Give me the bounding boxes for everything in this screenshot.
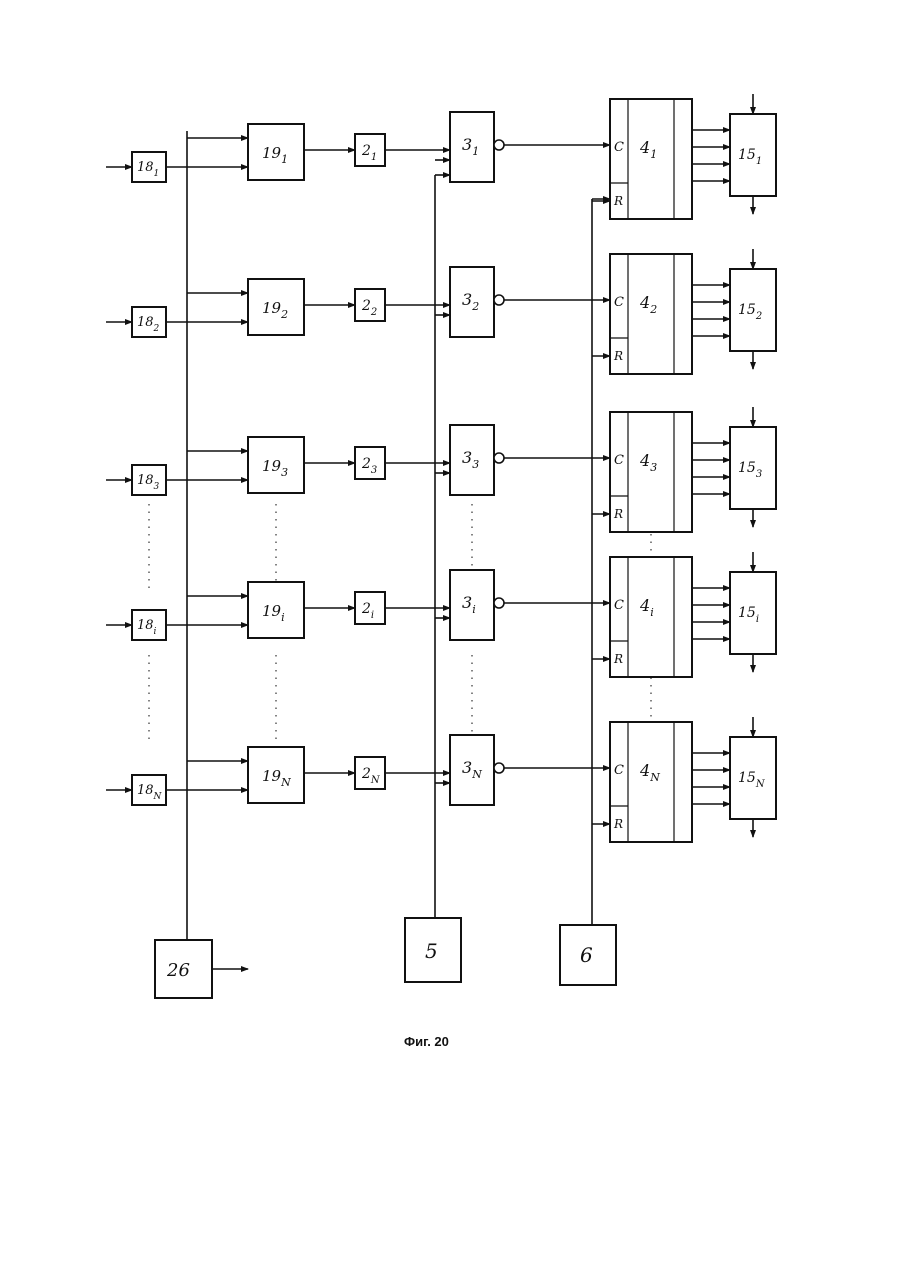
gate-block-label-row3-number: 19 <box>262 457 282 475</box>
output-block-label-row2-subscript: 2 <box>755 311 762 322</box>
register-reset-input-label: R <box>613 507 623 521</box>
register-clock-input-label: C <box>614 295 624 310</box>
register-block-label-row2-subscript: 2 <box>649 303 657 316</box>
input-block-label-row1-number: 18 <box>137 160 154 175</box>
delay-block-label-row2-number: 2 <box>361 298 371 314</box>
output-block-label-row1-subscript: 1 <box>756 156 762 167</box>
register-reset-input-label: R <box>613 652 623 666</box>
delay-block-label-row5-number: 2 <box>361 766 371 782</box>
register-block-label-row4-number: 4 <box>639 596 650 615</box>
inverter-block-label-row3-subscript: 3 <box>472 458 479 471</box>
input-block-label-row4-subscript: i <box>154 627 157 637</box>
register-block-label-row2-number: 4 <box>639 293 650 312</box>
register-reset-input-label: R <box>613 349 623 363</box>
input-block-label-row3-number: 18 <box>137 473 154 488</box>
register-block-label-row4-subscript: i <box>650 606 654 619</box>
inverter-block-label-row1-number: 3 <box>462 135 472 154</box>
inverter-block-label-row5-number: 3 <box>462 758 472 777</box>
register-clock-input-label: C <box>614 598 624 613</box>
register-clock-input-label: C <box>614 453 624 468</box>
delay-block-label-row3-subscript: 3 <box>371 465 377 476</box>
delay-block-label-row4-number: 2 <box>361 601 371 617</box>
delay-block-label-row1-subscript: 1 <box>371 152 377 163</box>
delay-block-label-row5-subscript: N <box>370 775 381 786</box>
output-block-label-row3-number: 15 <box>738 460 756 476</box>
clock-source-block-5: 5 <box>405 918 461 982</box>
register-reset-input-label: R <box>613 194 623 208</box>
gate-block-label-row5-subscript: N <box>280 776 291 789</box>
inverter-bubble-row1 <box>494 140 504 150</box>
gate-block-label-row4-number: 19 <box>262 602 282 620</box>
input-block-label-row2-subscript: 2 <box>153 324 160 334</box>
delay-block-label-row2-subscript: 2 <box>370 307 377 318</box>
input-block-label-row1-subscript: 1 <box>154 169 160 179</box>
inverter-bubble-row4 <box>494 598 504 608</box>
delay-block-label-row4-subscript: i <box>371 610 374 621</box>
input-block-label-row5-number: 18 <box>137 783 154 798</box>
input-block-label-row3-subscript: 3 <box>154 482 160 492</box>
inverter-block-label-row2-number: 3 <box>462 290 472 309</box>
output-block-label-row3-subscript: 3 <box>756 469 762 480</box>
register-block-label-row5-subscript: N <box>649 771 660 784</box>
reset-source-label: 6 <box>580 943 593 967</box>
generator-block-26: 26 <box>155 940 212 998</box>
blocks-layer <box>132 99 776 842</box>
register-clock-input-label: C <box>614 140 624 155</box>
gate-block-label-row1-subscript: 1 <box>281 153 288 166</box>
inverter-block-label-row4-number: 3 <box>462 593 472 612</box>
output-block-label-row5-number: 15 <box>738 770 756 786</box>
register-block-label-row5-number: 4 <box>639 761 650 780</box>
gate-block-label-row1-number: 19 <box>262 144 282 162</box>
output-block-label-row2-number: 15 <box>738 302 756 318</box>
delay-block-label-row1-number: 2 <box>361 143 371 159</box>
gate-block-label-row2-number: 19 <box>262 299 282 317</box>
input-block-label-row5-subscript: N <box>153 792 163 802</box>
gate-block-label-row3-subscript: 3 <box>281 466 288 479</box>
figure-caption: Фиг. 20 <box>404 1034 449 1049</box>
inverter-block-label-row3-number: 3 <box>462 448 472 467</box>
clock-source-label: 5 <box>425 939 438 963</box>
input-block-label-row2-number: 18 <box>137 315 154 330</box>
register-block-label-row3-number: 4 <box>639 451 650 470</box>
gate-block-label-row5-number: 19 <box>262 767 282 785</box>
inverter-bubble-row3 <box>494 453 504 463</box>
inverter-bubble-row5 <box>494 763 504 773</box>
output-block-label-row5-subscript: N <box>755 779 766 790</box>
delay-block-label-row3-number: 2 <box>361 456 371 472</box>
gate-block-label-row4-subscript: i <box>281 611 285 624</box>
input-block-label-row4-number: 18 <box>137 618 154 633</box>
output-block-label-row4-number: 15 <box>738 605 756 621</box>
register-reset-input-label: R <box>613 817 623 831</box>
register-block-label-row1-subscript: 1 <box>650 148 657 161</box>
inverter-bubble-row2 <box>494 295 504 305</box>
inverter-block-label-row5-subscript: N <box>471 768 482 781</box>
output-block-label-row4-subscript: i <box>756 614 759 625</box>
inverter-block-label-row1-subscript: 1 <box>472 145 479 158</box>
gate-block-label-row2-subscript: 2 <box>280 308 288 321</box>
register-block-label-row1-number: 4 <box>639 138 650 157</box>
reset-source-block-6: 6 <box>560 925 616 985</box>
register-block-label-row3-subscript: 3 <box>650 461 657 474</box>
generator-label: 26 <box>166 960 190 981</box>
output-block-label-row1-number: 15 <box>738 147 756 163</box>
inverter-block-label-row4-subscript: i <box>472 603 476 616</box>
inverter-block-label-row2-subscript: 2 <box>471 300 479 313</box>
register-clock-input-label: C <box>614 763 624 778</box>
